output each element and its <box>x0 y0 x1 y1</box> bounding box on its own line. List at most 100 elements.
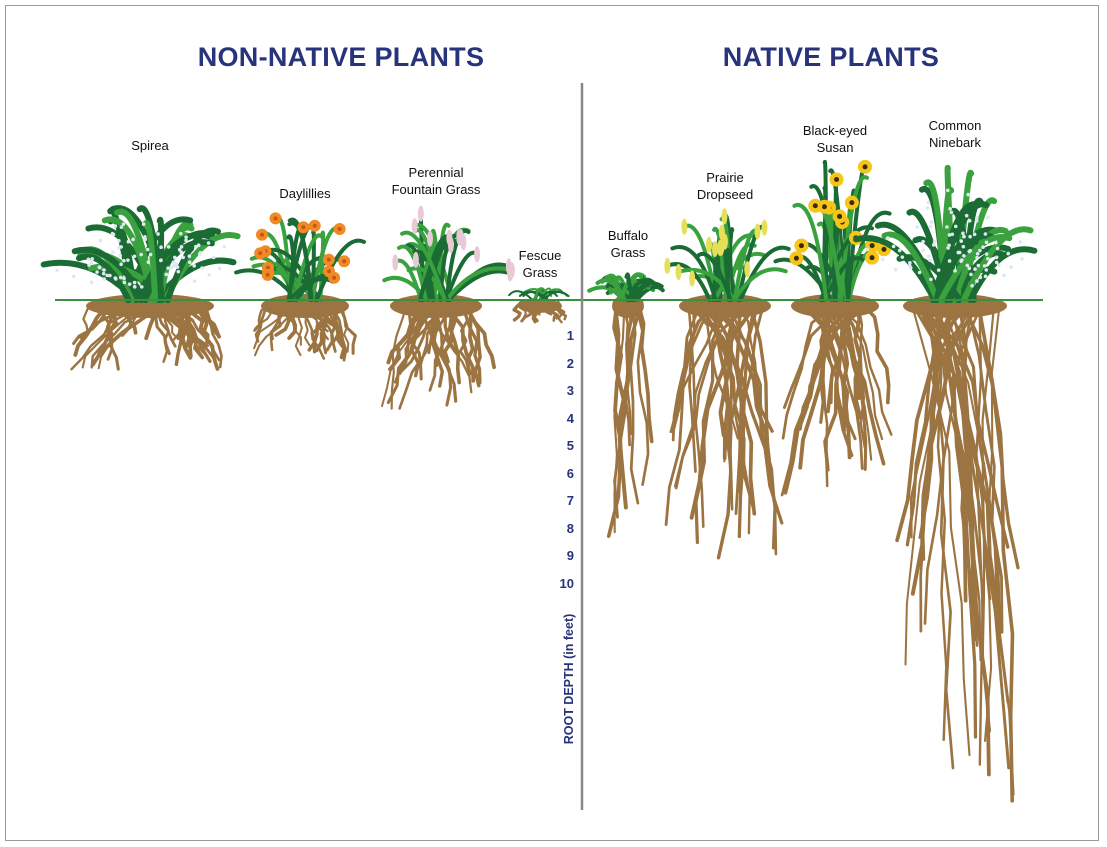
blossom <box>978 275 983 280</box>
seed-head <box>706 236 713 253</box>
flower-center <box>265 265 270 270</box>
leaf <box>792 202 829 302</box>
blossom <box>171 260 176 265</box>
blossom <box>172 255 177 260</box>
blossom <box>967 266 972 271</box>
leaf <box>314 238 366 302</box>
leaf <box>938 234 1013 303</box>
blossom <box>211 255 216 260</box>
blossom <box>89 280 94 285</box>
blossom <box>98 238 103 243</box>
blossom <box>959 239 964 243</box>
flower-center <box>837 213 843 219</box>
blossom <box>117 239 121 243</box>
blossom <box>179 245 184 249</box>
blossom <box>166 245 171 249</box>
flower-center <box>301 225 306 230</box>
plume <box>508 262 515 279</box>
blossom <box>973 267 977 271</box>
blossom <box>122 276 126 281</box>
blossom <box>89 260 94 265</box>
blossom <box>139 285 144 289</box>
seed-head <box>689 270 696 287</box>
plant-susan <box>773 159 893 497</box>
root <box>832 300 893 436</box>
blossom <box>1009 265 1013 269</box>
blossom <box>953 224 958 229</box>
blossom <box>71 274 76 279</box>
blossom <box>967 219 972 223</box>
plume <box>411 218 418 235</box>
leaf <box>732 267 788 302</box>
plume <box>426 230 433 247</box>
root <box>531 300 547 323</box>
blossom <box>975 252 980 256</box>
blossom <box>936 268 941 272</box>
blossom <box>169 266 173 270</box>
plume <box>446 229 453 246</box>
blossom <box>177 247 182 252</box>
leaf <box>600 277 627 302</box>
blossom <box>139 252 143 257</box>
blossom <box>886 236 890 240</box>
plant-dropseed <box>664 208 791 560</box>
leaf <box>587 285 625 302</box>
root <box>833 300 884 441</box>
root <box>318 300 348 362</box>
axis-tick: 9 <box>566 548 574 563</box>
seed-head <box>664 257 671 274</box>
roots <box>780 294 893 497</box>
roots <box>606 294 654 538</box>
seed-head <box>761 219 768 236</box>
leaf <box>508 290 534 301</box>
leaf <box>446 269 513 302</box>
blossom <box>105 273 109 278</box>
seed-head <box>754 223 761 240</box>
flower-center <box>332 275 337 280</box>
blossom <box>921 239 925 244</box>
blossom <box>187 254 192 258</box>
heading-non-native: NON-NATIVE PLANTS <box>197 42 485 72</box>
axis-tick: 2 <box>566 355 574 371</box>
foliage <box>508 287 570 301</box>
leaf <box>76 253 132 303</box>
root <box>512 300 524 322</box>
root <box>335 300 357 355</box>
root <box>613 300 637 519</box>
blossom <box>967 249 971 254</box>
root <box>162 300 174 363</box>
blossom <box>984 240 989 245</box>
blossom <box>986 215 990 220</box>
root <box>684 300 784 525</box>
blossom <box>891 244 896 249</box>
root <box>265 300 302 346</box>
root <box>925 300 955 770</box>
leaf <box>670 245 718 302</box>
root <box>904 300 976 666</box>
blossom <box>929 220 934 224</box>
seed-head <box>716 240 723 257</box>
blossom <box>970 284 974 288</box>
blossom <box>187 260 192 265</box>
blossom <box>108 273 112 278</box>
blossom <box>121 222 126 226</box>
blossom <box>1006 251 1011 256</box>
blossom <box>961 231 965 236</box>
plant-label-line: Common <box>928 118 982 133</box>
blossom <box>101 271 106 276</box>
root <box>108 300 119 337</box>
blossom <box>975 279 979 283</box>
blossom <box>192 264 196 268</box>
blossom <box>179 250 184 255</box>
root <box>428 300 476 392</box>
roots <box>253 294 357 362</box>
root <box>981 300 996 661</box>
blossom <box>119 245 123 249</box>
flower-center <box>337 226 342 231</box>
leaf <box>819 225 874 302</box>
root <box>921 300 949 561</box>
foliage <box>773 159 892 302</box>
foliage <box>382 205 515 302</box>
blossom <box>176 269 181 274</box>
